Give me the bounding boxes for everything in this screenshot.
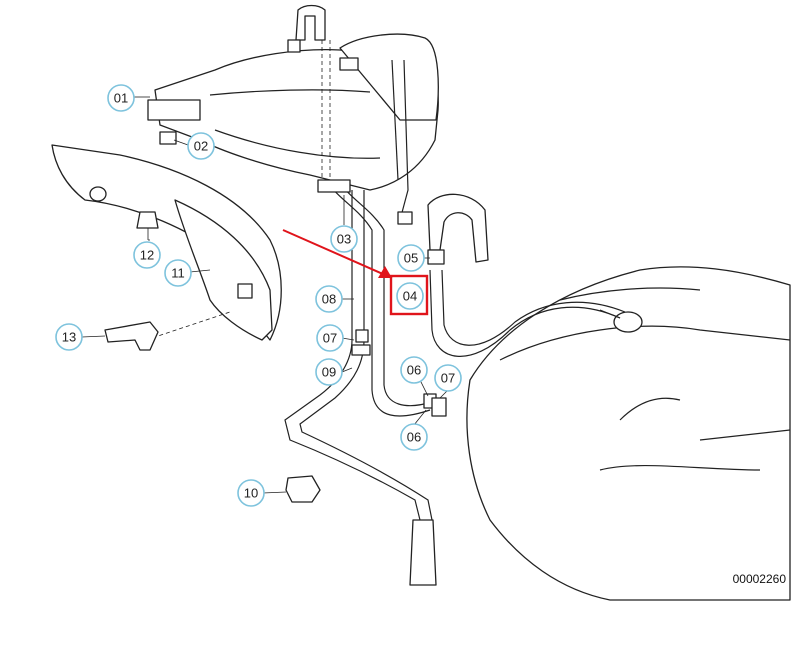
callout-07-right: 07 <box>434 364 462 392</box>
callout-label: 04 <box>403 289 417 304</box>
callout-label: 08 <box>322 292 336 307</box>
callout-04: 04 <box>396 282 424 310</box>
callout-13: 13 <box>55 323 83 351</box>
shield-drawing <box>51 144 282 341</box>
callout-label: 02 <box>194 139 208 154</box>
callout-11: 11 <box>164 259 192 287</box>
callout-09: 09 <box>315 358 343 386</box>
callout-label: 01 <box>114 91 128 106</box>
clip-drawing <box>285 475 321 503</box>
callout-label: 05 <box>404 251 418 266</box>
callout-label: 06 <box>407 430 421 445</box>
leader-lines <box>81 96 449 494</box>
callout-label: 13 <box>62 330 76 345</box>
callout-10: 10 <box>237 479 265 507</box>
callout-label: 11 <box>171 266 185 281</box>
callout-label: 06 <box>407 363 421 378</box>
callout-03: 03 <box>330 225 358 253</box>
highlight-annotation <box>282 229 429 316</box>
callout-label: 09 <box>322 365 336 380</box>
callout-label: 12 <box>140 248 154 263</box>
callout-06-upper: 06 <box>400 356 428 384</box>
callout-06-lower: 06 <box>400 423 428 451</box>
callout-label: 07 <box>441 371 455 386</box>
callout-01: 01 <box>107 84 135 112</box>
callout-label: 03 <box>337 232 351 247</box>
fuel-tank-drawing <box>466 266 791 601</box>
callout-05: 05 <box>397 244 425 272</box>
hose-lines <box>284 59 626 586</box>
diagram-reference-code: 00002260 <box>732 572 786 586</box>
bracket-drawing <box>104 321 159 351</box>
callout-07-left: 07 <box>316 324 344 352</box>
bolt-drawing <box>136 211 159 240</box>
callout-label: 10 <box>244 486 258 501</box>
expansion-tank-drawing <box>147 4 439 191</box>
callout-02: 02 <box>187 132 215 160</box>
callout-08: 08 <box>315 285 343 313</box>
callout-12: 12 <box>133 241 161 269</box>
highlight-box <box>389 274 429 316</box>
callout-label: 07 <box>323 331 337 346</box>
